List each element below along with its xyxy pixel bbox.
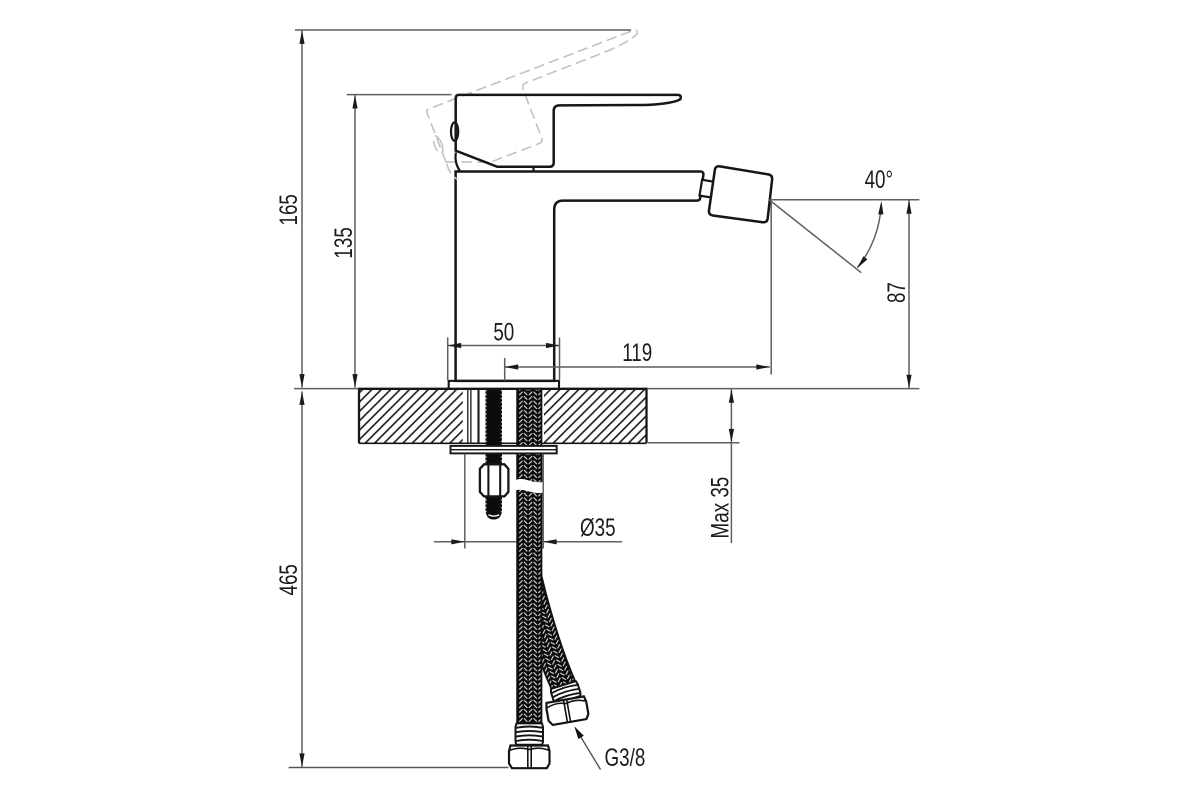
svg-text:135: 135 xyxy=(330,227,358,258)
svg-text:50: 50 xyxy=(493,318,514,346)
svg-text:87: 87 xyxy=(882,282,910,303)
svg-text:Ø35: Ø35 xyxy=(580,513,616,541)
svg-text:119: 119 xyxy=(622,339,652,367)
svg-text:Max 35: Max 35 xyxy=(706,477,734,539)
svg-text:G3/8: G3/8 xyxy=(605,744,646,772)
svg-text:40°: 40° xyxy=(865,166,893,194)
svg-text:465: 465 xyxy=(274,564,302,595)
svg-text:165: 165 xyxy=(274,194,302,225)
